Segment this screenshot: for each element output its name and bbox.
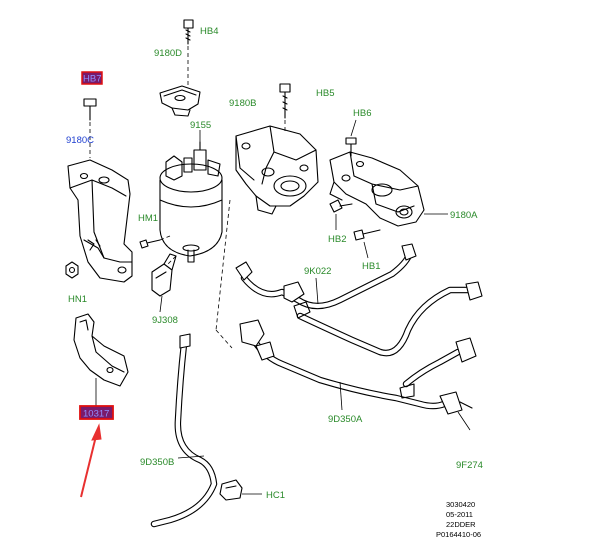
fuel-filter-9155 [159,130,223,263]
label-hb5: HB5 [316,88,334,99]
label-9d350b: 9D350B [140,457,174,468]
highlight-box-hb7 [81,71,103,85]
label-hb4: HB4 [200,26,218,37]
reference-line-1: 3030420 [446,500,475,509]
reference-line-3: 22DDER [446,520,476,529]
bracket-9180d [159,85,201,117]
red-arrow-icon [80,423,102,498]
label-hb2: HB2 [328,234,346,245]
nut-hn1 [65,261,79,279]
reference-line-2: 05-2011 [446,510,473,519]
label-hb1: HB1 [362,261,380,272]
label-9j308: 9J308 [152,315,178,326]
label-9155: 9155 [190,120,211,131]
bracket-10317 [73,313,129,406]
label-hn1: HN1 [68,294,87,305]
label-9180a: 9180A [450,210,478,221]
label-9f274: 9F274 [456,460,483,471]
bracket-9180b [235,125,319,215]
label-9180c: 9180C [66,135,94,146]
bolt-hb1 [353,229,381,259]
fuel-line-9d350a [239,319,477,431]
sensor-9j308 [151,253,177,313]
clip-hc1 [219,479,262,501]
screw-hm1 [139,235,171,249]
highlight-box-10317 [79,405,114,420]
bolt-hb6 [345,119,357,157]
fuel-line-9k022 [235,243,483,357]
label-hb7: HB7 [83,74,101,85]
label-9180d: 9180D [154,48,182,59]
label-9k022: 9K022 [304,266,331,277]
label-hc1: HC1 [266,490,285,501]
bracket-9180a [329,151,448,227]
bolt-hb2 [329,199,353,230]
reference-line-4: P0164410-06 [436,530,481,539]
bolt-hb4 [183,19,194,88]
bolt-hb7 [83,98,97,158]
label-hm1: HM1 [138,213,158,224]
bracket-9180c [67,159,133,283]
bolt-hb5 [279,83,291,132]
labels: HB4 9180D HB7 9180C 9155 9180B HB5 HB6 H… [66,26,483,501]
label-10317: 10317 [83,409,109,420]
label-9d350a: 9D350A [328,414,363,425]
reference-block: 3030420 05-2011 22DDER P0164410-06 [436,500,481,539]
label-9180b: 9180B [229,98,256,109]
label-hb6: HB6 [353,108,371,119]
fuel-line-9d350b [150,333,218,528]
